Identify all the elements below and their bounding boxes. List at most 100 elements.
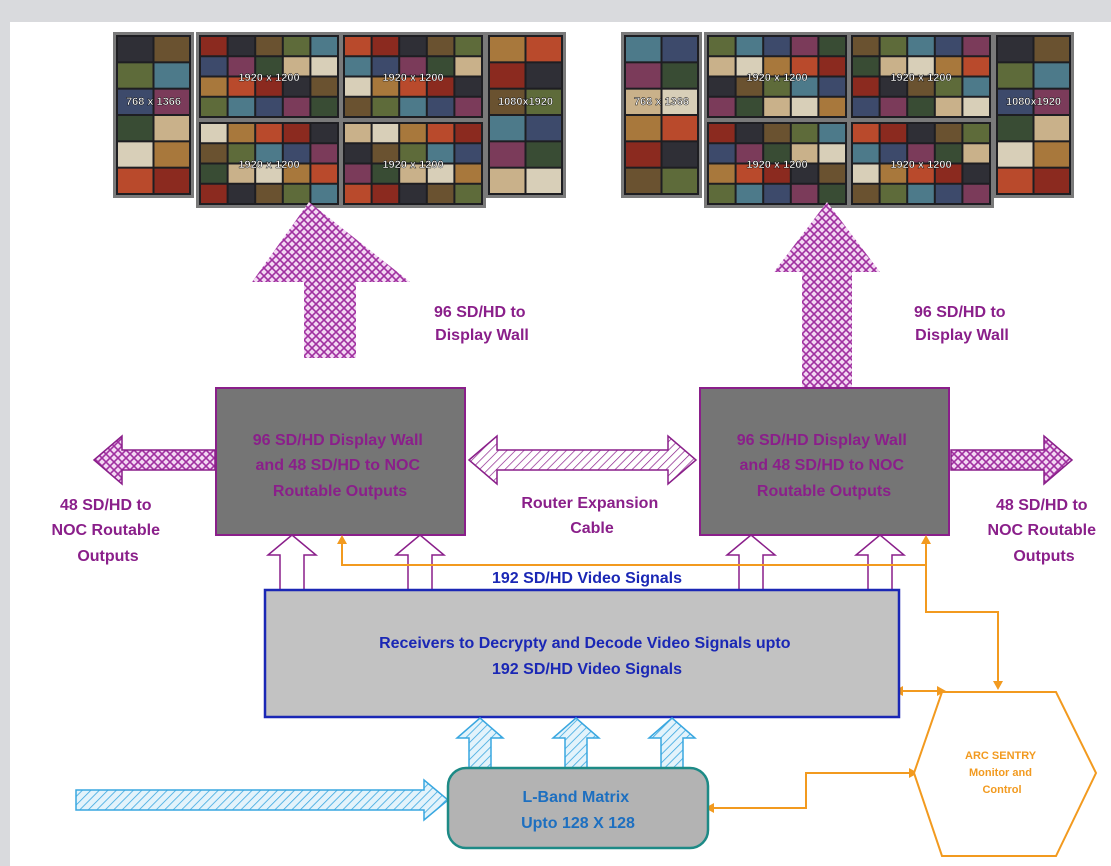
- video-thumbnail: [427, 37, 454, 56]
- video-thumbnail: [228, 57, 255, 76]
- video-thumbnail: [283, 57, 310, 76]
- video-thumbnail: [526, 142, 561, 167]
- video-thumbnail: [853, 144, 879, 163]
- video-thumbnail: [455, 97, 481, 116]
- video-thumbnail: [526, 63, 561, 88]
- video-thumbnail: [880, 77, 907, 96]
- video-thumbnail: [154, 37, 189, 62]
- video-thumbnail: [908, 124, 934, 143]
- video-thumbnail: [998, 116, 1033, 141]
- screen-resolution-label: 1920 x 1200: [890, 72, 951, 84]
- router-box-left: [215, 387, 466, 536]
- video-thumbnail: [709, 57, 735, 76]
- video-thumbnail: [345, 57, 371, 76]
- wall-screen: 1920 x 1200: [340, 32, 486, 121]
- wall-screen: 1920 x 1200: [340, 119, 486, 208]
- video-thumbnail: [998, 168, 1033, 193]
- video-thumbnail: [311, 144, 337, 163]
- to-wall-right-label: 96 SD/HD to Display Wall: [914, 304, 1010, 344]
- video-thumbnail: [400, 57, 426, 76]
- video-thumbnail: [490, 37, 525, 62]
- video-thumbnail: [526, 37, 561, 62]
- video-thumbnail: [283, 77, 310, 96]
- video-thumbnail: [662, 89, 697, 114]
- video-thumbnail: [427, 164, 454, 183]
- video-thumbnail: [819, 97, 845, 116]
- video-thumbnail: [764, 97, 790, 116]
- video-thumbnail: [201, 37, 227, 56]
- video-thumbnail: [118, 142, 153, 167]
- video-thumbnail: [154, 142, 189, 167]
- video-thumbnail: [880, 184, 907, 203]
- video-thumbnail: [427, 144, 454, 163]
- video-thumbnail: [791, 97, 818, 116]
- video-thumbnail: [709, 124, 735, 143]
- lband-input-arrow: [75, 778, 450, 822]
- video-thumbnail: [935, 184, 962, 203]
- screen-panel: [488, 35, 563, 195]
- video-thumbnail: [626, 63, 661, 88]
- video-thumbnail: [526, 89, 561, 114]
- video-thumbnail: [791, 144, 818, 163]
- video-thumbnail: [662, 63, 697, 88]
- video-thumbnail: [455, 164, 481, 183]
- video-thumbnail: [880, 164, 907, 183]
- video-thumbnail: [791, 77, 818, 96]
- up-arrow-to-wall-left: [252, 202, 410, 358]
- video-thumbnail: [791, 124, 818, 143]
- video-thumbnail: [201, 77, 227, 96]
- video-thumbnail: [345, 164, 371, 183]
- video-thumbnail: [736, 97, 763, 116]
- video-thumbnail: [490, 116, 525, 141]
- video-thumbnail: [427, 57, 454, 76]
- video-thumbnail: [427, 77, 454, 96]
- video-thumbnail: [311, 184, 337, 203]
- video-thumbnail: [490, 142, 525, 167]
- video-thumbnail: [455, 124, 481, 143]
- router-expansion-arrow: [467, 434, 698, 486]
- receivers-box: [263, 588, 901, 719]
- video-thumbnail: [819, 124, 845, 143]
- router-box-right: [699, 387, 950, 536]
- screen-resolution-label: 1080x1920: [1006, 96, 1061, 108]
- video-thumbnail: [935, 77, 962, 96]
- video-thumbnail: [1034, 142, 1069, 167]
- video-thumbnail: [998, 37, 1033, 62]
- video-thumbnail: [256, 97, 282, 116]
- video-thumbnail: [764, 144, 790, 163]
- video-thumbnail: [935, 97, 962, 116]
- video-thumbnail: [963, 184, 989, 203]
- video-thumbnail: [228, 124, 255, 143]
- wall-screen: 1920 x 1200: [196, 119, 342, 208]
- router-right-text: 96 SD/HD Display Wall and 48 SD/HD to NO…: [737, 432, 912, 500]
- wall-screen: 1920 x 1200: [704, 119, 850, 208]
- video-thumbnail: [764, 37, 790, 56]
- video-thumbnail: [228, 77, 255, 96]
- video-thumbnail: [764, 124, 790, 143]
- video-thumbnail: [709, 164, 735, 183]
- screen-panel: [996, 35, 1071, 195]
- video-thumbnail: [819, 37, 845, 56]
- video-thumbnail: [764, 77, 790, 96]
- video-thumbnail: [283, 124, 310, 143]
- expansion-label: Router Expansion Cable: [521, 495, 662, 537]
- video-thumbnail: [908, 37, 934, 56]
- video-thumbnail: [963, 164, 989, 183]
- video-thumbnail: [201, 97, 227, 116]
- video-thumbnail: [1034, 89, 1069, 114]
- video-thumbnail: [1034, 37, 1069, 62]
- video-thumbnail: [311, 124, 337, 143]
- video-thumbnail: [880, 124, 907, 143]
- video-thumbnail: [819, 164, 845, 183]
- video-thumbnail: [372, 77, 399, 96]
- video-thumbnail: [662, 142, 697, 167]
- screen-resolution-label: 1920 x 1200: [238, 159, 299, 171]
- video-thumbnail: [736, 57, 763, 76]
- video-thumbnail: [880, 37, 907, 56]
- wall-screen: 1920 x 1200: [848, 119, 994, 208]
- video-thumbnail: [935, 124, 962, 143]
- video-thumbnail: [662, 37, 697, 62]
- video-thumbnail: [311, 164, 337, 183]
- video-thumbnail: [311, 97, 337, 116]
